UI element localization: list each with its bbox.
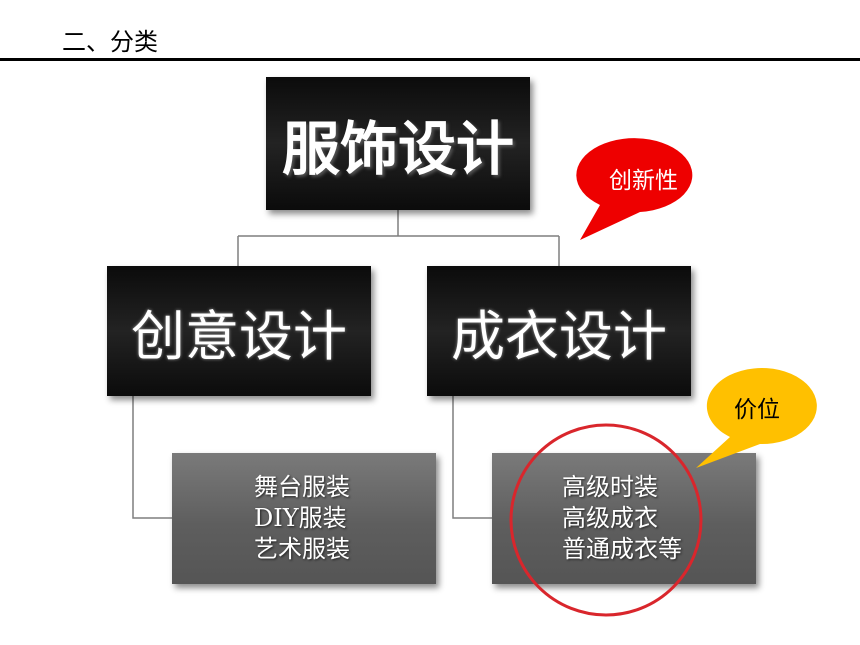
leaf-item: DIY服装 <box>254 504 347 532</box>
leaf-item: 普通成衣等 <box>562 535 682 563</box>
price-callout-text: 价位 <box>734 397 780 423</box>
leaf-item: 高级时装 <box>562 473 658 501</box>
leaf-creative-items: 舞台服装 DIY服装 艺术服装 <box>172 453 436 584</box>
leaf-item: 高级成衣 <box>562 504 658 532</box>
leaf-item: 艺术服装 <box>254 535 350 563</box>
title-underline <box>0 58 860 61</box>
category-ready-to-wear: 成衣设计 <box>427 266 691 396</box>
price-callout-bubble <box>696 368 817 468</box>
right-leaf-connector <box>452 396 492 519</box>
left-leaf-connector <box>132 396 172 519</box>
innovation-callout-text: 创新性 <box>609 168 678 194</box>
highlight-circle <box>509 423 703 617</box>
root-node: 服饰设计 <box>266 77 530 210</box>
page-title: 二、分类 <box>62 28 158 56</box>
category-creative: 创意设计 <box>107 266 371 396</box>
innovation-callout-bubble <box>576 138 693 240</box>
leaf-ready-to-wear-items: 高级时装 高级成衣 普通成衣等 <box>492 453 756 584</box>
leaf-item: 舞台服装 <box>254 473 350 501</box>
